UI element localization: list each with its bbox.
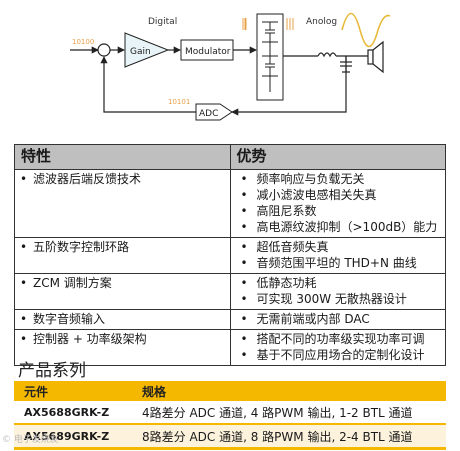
benefits-cell: • 频率响应与负载无关 • 减小滤波电感相关失真 • 高阻尼系数 • 高电源纹波抑制（>100… xyxy=(229,169,446,238)
product-spec: 8路差分 ADC 通道, 8 路PWM 输出, 2-4 BTL 通道 xyxy=(132,424,446,450)
feature-cell: • 滤波器后端反馈技术 xyxy=(14,169,231,238)
benefit-text: 频率响应与负载无关 xyxy=(256,172,365,186)
benefit-text: 减小滤波电感相关失真 xyxy=(256,188,377,202)
product-spec: 4路差分 ADC 通道, 4 路PWM 输出, 1-2 BTL 通道 xyxy=(132,401,446,425)
feature-item: • 控制器 + 功率级架构 xyxy=(15,331,230,347)
benefit-item: • 音频范围平坦的 THD+N 曲线 xyxy=(231,255,446,271)
benefit-item: • 高阻尼系数 xyxy=(231,203,446,219)
feature-text: 五阶数字控制环路 xyxy=(33,240,130,254)
feature-item: • 数字音频输入 xyxy=(15,311,230,327)
benefit-text: 低静态功耗 xyxy=(256,276,317,290)
bullet-icon: • xyxy=(20,332,28,346)
benefit-header: 优势 xyxy=(229,144,446,170)
spec-header: 规格 xyxy=(132,381,446,401)
benefit-text: 高电源纹波抑制（>100dB）能力 xyxy=(256,220,438,234)
bullet-icon: • xyxy=(20,312,28,326)
product-model: AX5689GRK-Z xyxy=(14,424,132,450)
benefit-item: • 高电源纹波抑制（>100dB）能力 xyxy=(231,219,446,235)
bullet-icon: • xyxy=(240,220,248,234)
benefit-item: • 基于不同应用场合的定制化设计 xyxy=(231,347,446,363)
benefit-item: • 无需前端或内部 DAC xyxy=(231,311,446,327)
benefits-cell: • 无需前端或内部 DAC xyxy=(229,309,446,330)
benefits-cell: • 超低音频失真 • 音频范围平坦的 THD+N 曲线 xyxy=(229,237,446,274)
features-table: 特性 优势 • 滤波器后端反馈技术 • 频率响应与负载无关 • 减小滤波电感相关失真 • 高阻… xyxy=(14,144,446,366)
feature-row: • 滤波器后端反馈技术 • 频率响应与负载无关 • 减小滤波电感相关失真 • 高阻尼系数 • 高电… xyxy=(14,169,446,238)
benefit-text: 可实现 300W 无散热器设计 xyxy=(256,292,407,306)
feature-cell: • ZCM 调制方案 xyxy=(14,273,231,310)
feature-cell: • 数字音频输入 xyxy=(14,309,231,330)
analog-label: Anolog xyxy=(306,17,337,27)
benefit-item: • 可实现 300W 无散热器设计 xyxy=(231,291,446,307)
speaker-icon xyxy=(367,49,374,65)
benefits-cell: • 低静态功耗 • 可实现 300W 无散热器设计 xyxy=(229,273,446,310)
feature-row: • 数字音频输入 • 无需前端或内部 DAC xyxy=(14,309,446,330)
bullet-icon: • xyxy=(240,332,248,346)
bullet-icon: • xyxy=(240,312,248,326)
feature-row: • 控制器 + 功率级架构 • 搭配不同的功率级实现功率可调 • 基于不同应用场合的定制化… xyxy=(14,329,446,366)
bullet-icon: • xyxy=(240,256,248,270)
feature-row: • ZCM 调制方案 • 低静态功耗 • 可实现 300W 无散热器设计 xyxy=(14,273,446,310)
benefit-item: • 频率响应与负载无关 xyxy=(231,171,446,187)
product-series-title: 产品系列 xyxy=(18,361,86,381)
feature-item: • ZCM 调制方案 xyxy=(15,275,230,291)
benefit-text: 音频范围平坦的 THD+N 曲线 xyxy=(256,256,417,270)
benefit-item: • 低静态功耗 xyxy=(231,275,446,291)
benefits-cell: • 搭配不同的功率级实现功率可调 • 基于不同应用场合的定制化设计 xyxy=(229,329,446,366)
feature-item: • 滤波器后端反馈技术 xyxy=(15,171,230,187)
feedback-code: 10101 xyxy=(168,98,190,106)
benefit-text: 无需前端或内部 DAC xyxy=(256,312,370,326)
benefit-text: 搭配不同的功率级实现功率可调 xyxy=(256,332,425,346)
feature-row: • 五阶数字控制环路 • 超低音频失真 • 音频范围平坦的 THD+N 曲线 xyxy=(14,237,446,274)
features-body: • 滤波器后端反馈技术 • 频率响应与负载无关 • 减小滤波电感相关失真 • 高阻尼系数 • 高电… xyxy=(14,169,446,366)
bullet-icon: • xyxy=(20,240,28,254)
gain-label: Gain xyxy=(130,47,151,57)
block-diagram: Digital Anolog 10100 10101 Gain Modulato… xyxy=(70,12,391,121)
product-row: AX5689GRK-Z 8路差分 ADC 通道, 8 路PWM 输出, 2-4 … xyxy=(14,424,446,450)
product-table: 元件 规格 AX5688GRK-Z 4路差分 ADC 通道, 4 路PWM 输出… xyxy=(14,381,446,450)
feature-text: ZCM 调制方案 xyxy=(33,276,112,290)
analog-sine-wave xyxy=(341,12,391,48)
benefit-text: 高阻尼系数 xyxy=(256,204,317,218)
gain-block xyxy=(124,32,170,68)
bullet-icon: • xyxy=(240,348,248,362)
features-header-row: 特性 优势 xyxy=(14,144,446,170)
pwm-pulses-left xyxy=(242,18,247,30)
transistor-symbols xyxy=(262,21,278,92)
product-header-row: 元件 规格 xyxy=(14,381,446,401)
product-row: AX5688GRK-Z 4路差分 ADC 通道, 4 路PWM 输出, 1-2 … xyxy=(14,401,446,425)
bullet-icon: • xyxy=(240,172,248,186)
feature-cell: • 五阶数字控制环路 xyxy=(14,237,231,274)
pwm-pulses-right xyxy=(286,18,294,30)
component-header: 元件 xyxy=(14,381,132,401)
modulator-label: Modulator xyxy=(185,47,231,57)
feature-text: 控制器 + 功率级架构 xyxy=(33,332,147,346)
feature-item: • 五阶数字控制环路 xyxy=(15,239,230,255)
bullet-icon: • xyxy=(20,276,28,290)
adc-to-junction-line xyxy=(100,56,196,113)
inductor-symbol xyxy=(317,52,337,58)
benefit-item: • 减小滤波电感相关失真 xyxy=(231,187,446,203)
benefit-text: 超低音频失真 xyxy=(256,240,329,254)
bullet-icon: • xyxy=(240,188,248,202)
product-model: AX5688GRK-Z xyxy=(14,401,132,425)
feedback-line xyxy=(231,56,347,116)
speaker-cone-icon xyxy=(372,40,384,74)
feature-text: 数字音频输入 xyxy=(33,312,106,326)
watermark: © 电子发烧友 xyxy=(2,435,59,445)
benefit-item: • 超低音频失真 xyxy=(231,239,446,255)
bullet-icon: • xyxy=(240,292,248,306)
summing-junction xyxy=(97,43,111,57)
bullet-icon: • xyxy=(240,204,248,218)
benefit-item: • 搭配不同的功率级实现功率可调 xyxy=(231,331,446,347)
bullet-icon: • xyxy=(20,172,28,186)
benefit-text: 基于不同应用场合的定制化设计 xyxy=(256,348,425,362)
input-code: 10100 xyxy=(72,38,94,46)
bullet-icon: • xyxy=(240,276,248,290)
feature-cell: • 控制器 + 功率级架构 xyxy=(14,329,231,366)
feature-header: 特性 xyxy=(14,144,231,170)
adc-label: ADC xyxy=(199,109,218,119)
feature-text: 滤波器后端反馈技术 xyxy=(33,172,142,186)
bullet-icon: • xyxy=(240,240,248,254)
digital-label: Digital xyxy=(148,17,177,27)
